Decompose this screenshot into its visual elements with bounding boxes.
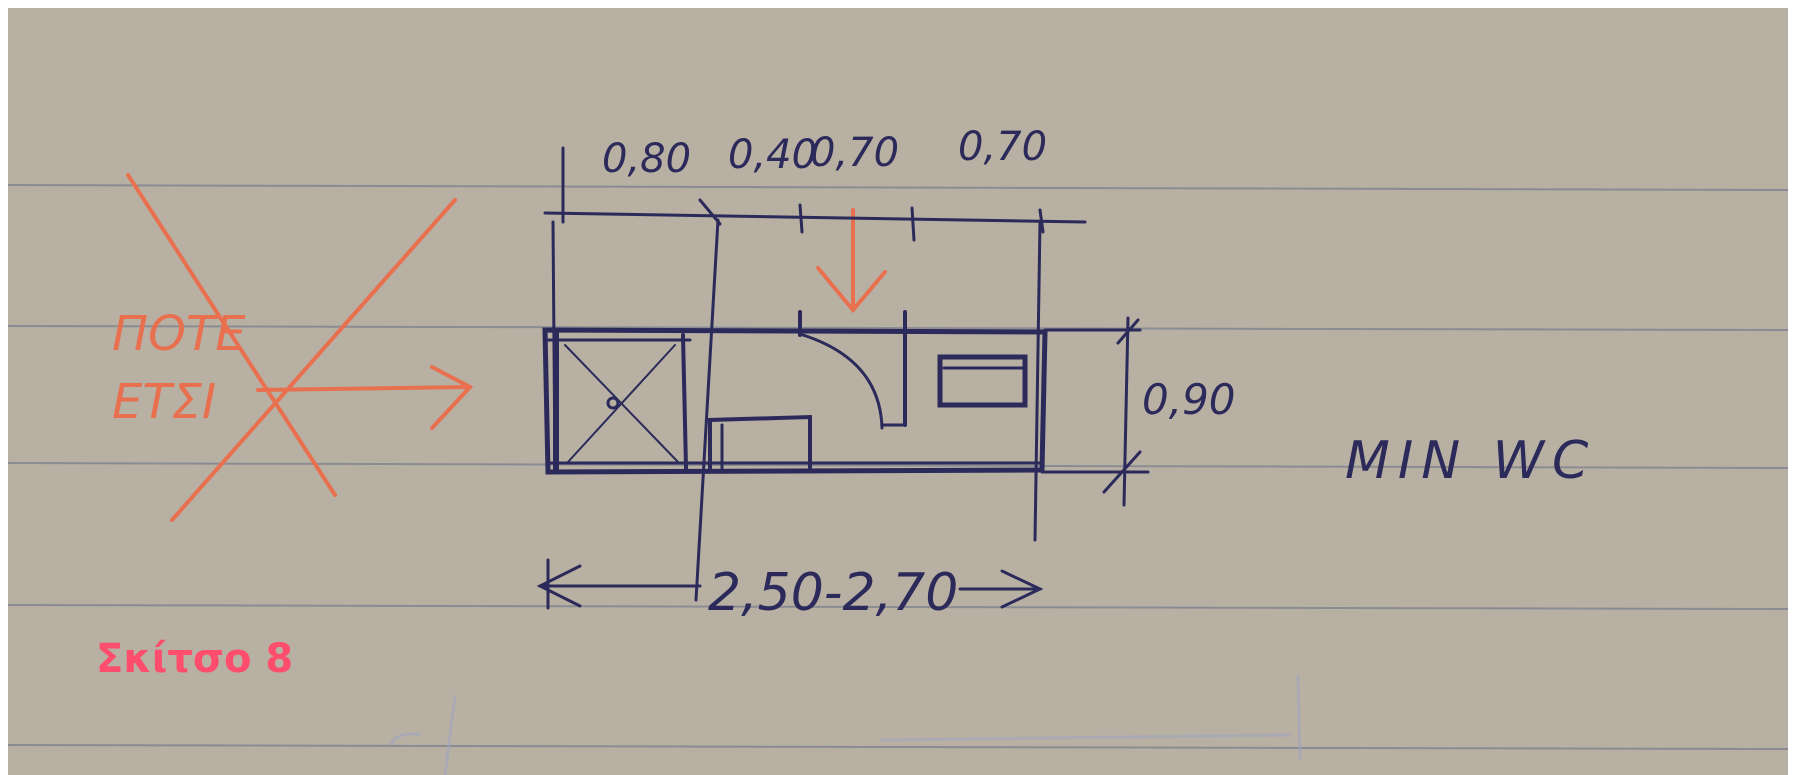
wc-pan [937, 354, 1028, 408]
dimension-label-bottom: 2,50-2,70 [708, 563, 958, 623]
side-dimension-baseline [1122, 316, 1130, 507]
ruled-line [7, 744, 1789, 750]
shower-cross [567, 344, 676, 463]
bottom-dimension-line [536, 558, 1044, 610]
ruled-line [7, 462, 1789, 469]
door-swing-arc [801, 333, 884, 430]
ruled-line [7, 325, 1789, 331]
dimension-label-top-2: 0,40 [728, 132, 817, 178]
shower-drain [606, 396, 620, 410]
faint-pen-marks [388, 674, 1302, 775]
shower-partition [681, 333, 688, 470]
washbasin [708, 414, 812, 470]
floor-plan [542, 310, 1048, 475]
crossed-note-line2: ΕΤΣΙ [112, 374, 216, 430]
crossed-out-note: ΠΟΤΕ ΕΤΣΙ [112, 173, 474, 522]
bottom-arrow-left-head [536, 564, 582, 608]
red-arrow-head [430, 365, 474, 430]
sketch-caption: Σκίτσο 8 [96, 636, 294, 682]
side-dimension-line [1040, 316, 1150, 507]
dimension-label-top-1: 0,80 [602, 136, 691, 182]
entry-arrow-head [816, 266, 887, 314]
top-dimension-baseline [543, 211, 1087, 224]
dimension-label-top-4: 0,70 [958, 124, 1047, 170]
paper-sheet [8, 8, 1788, 775]
red-cross-stroke [126, 173, 337, 497]
ruled-line [7, 184, 1789, 191]
red-arrow-shaft [256, 385, 472, 392]
min-wc-label: MIN WC [1345, 431, 1596, 491]
dimension-tick [798, 203, 804, 234]
dimension-tick [1038, 208, 1045, 234]
ruled-lines [7, 184, 1789, 750]
dimension-tick [1102, 450, 1142, 494]
dimension-tick [910, 206, 916, 242]
crossed-note-line1: ΠΟΤΕ [112, 306, 246, 362]
ruled-line [7, 604, 1789, 610]
bottom-arrow-right-head [1000, 569, 1044, 609]
extension-line [1033, 220, 1042, 542]
extension-line [694, 218, 720, 602]
dimension-label-top-3: 0,70 [810, 130, 899, 176]
entry-arrow [816, 208, 887, 314]
dimension-label-side: 0,90 [1142, 375, 1236, 424]
red-cross-stroke [170, 198, 457, 522]
plan-outer-wall [542, 327, 1048, 475]
dimension-tick [1116, 318, 1140, 345]
